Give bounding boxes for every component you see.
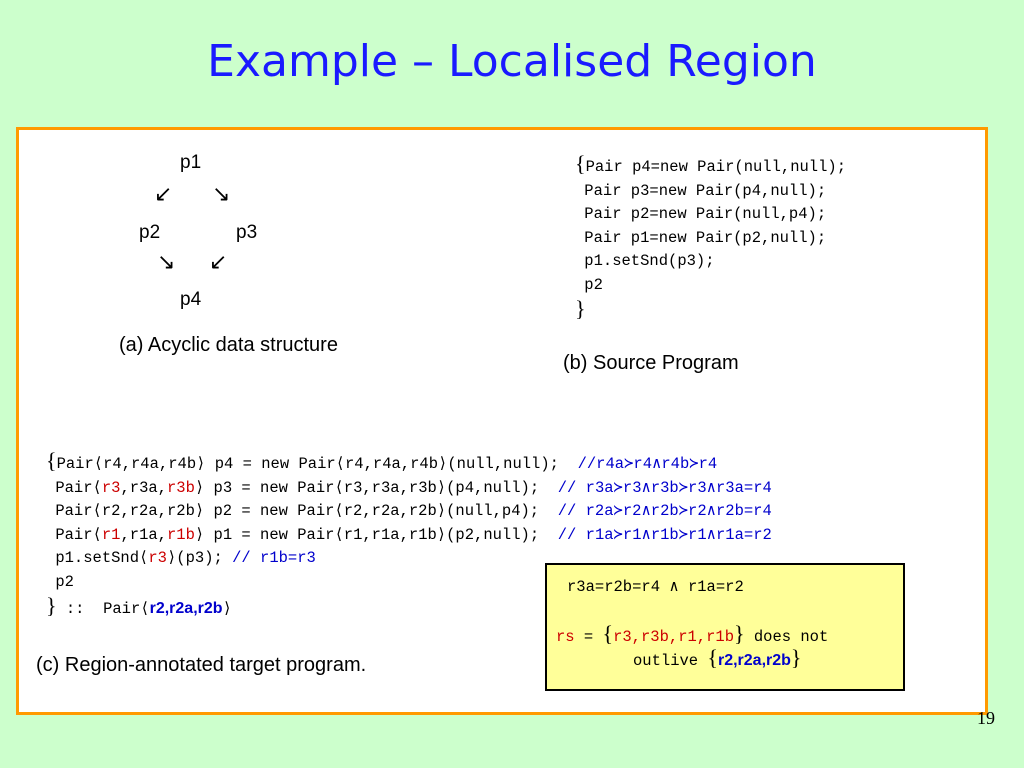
constraint-box: r3a=r2b=r4 ∧ r1a=r2 rs = {r3,r3b,r1,r1b}…: [545, 563, 905, 691]
target-line-4-d: ⟩ p1 = new Pair⟨r1,r1a,r1b⟩(p2,null);: [194, 525, 558, 544]
target-line-4-b: ,r1a,: [120, 525, 167, 544]
content-panel: p1 ↙ ↘ p2 p3 ↘ ↙ p4 (a) Acyclic data str…: [16, 127, 988, 715]
source-line-5: p1.setSnd(p3);: [575, 252, 715, 270]
set2-close-brace: }: [790, 645, 802, 670]
target-line-2-region-b: r3b: [166, 478, 195, 497]
outlive-text: outlive: [633, 652, 708, 670]
target-line-7-b: ⟩: [222, 600, 232, 618]
node-p4: p4: [180, 289, 202, 310]
target-line-6: p2: [55, 572, 74, 591]
target-line-5-a: p1.setSnd⟨: [55, 549, 149, 567]
target-line-1-comment: //r4a≻r4∧r4b≻r4: [577, 455, 718, 473]
target-line-3-comment: // r2a≻r2∧r2b≻r2∧r2b=r4: [557, 502, 772, 520]
arrow-p3-p4: ↙: [209, 250, 228, 275]
slide-title: Example – Localised Region: [207, 36, 817, 87]
source-program: {Pair p4=new Pair(null,null); Pair p3=ne…: [575, 152, 846, 325]
target-line-4-region-a: r1: [101, 525, 121, 544]
outlive-set: r2,r2a,r2b: [717, 652, 791, 669]
source-open-brace: {: [575, 151, 586, 176]
source-line-1: Pair p4=new Pair(null,null);: [585, 158, 847, 176]
target-line-3: Pair⟨r2,r2a,r2b⟩ p2 = new Pair⟨r2,r2a,r2…: [55, 502, 558, 520]
target-line-2-region-a: r3: [101, 478, 121, 497]
target-close-brace: }: [46, 593, 57, 618]
target-open-brace: {: [46, 448, 57, 473]
arrow-p1-p2: ↙: [154, 182, 173, 207]
constraint-equalities: r3a=r2b=r4 ∧ r1a=r2: [567, 578, 744, 596]
rs-label: rs: [556, 628, 575, 646]
rs-equals: =: [574, 628, 603, 646]
set2-open-brace: {: [707, 645, 718, 670]
caption-b: (b) Source Program: [563, 352, 739, 374]
source-close-brace: }: [575, 296, 586, 321]
node-p1: p1: [180, 152, 202, 173]
target-line-5-region: r3: [148, 549, 167, 567]
target-line-5-b: ⟩(p3);: [166, 549, 233, 567]
node-p3: p3: [236, 222, 258, 243]
source-line-4: Pair p1=new Pair(p2,null);: [575, 228, 827, 247]
set1-open-brace: {: [602, 621, 614, 646]
rs-set: r3,r3b,r1,r1b: [613, 628, 734, 646]
target-line-4-comment: // r1a≻r1∧r1b≻r1∧r1a=r2: [557, 525, 772, 544]
target-program: {Pair⟨r4,r4a,r4b⟩ p4 = new Pair⟨r4,r4a,r…: [46, 449, 772, 622]
set1-close-brace: }: [734, 621, 745, 646]
page-number: 19: [977, 708, 995, 728]
target-line-2-d: ⟩ p3 = new Pair⟨r3,r3a,r3b⟩(p4,null);: [194, 478, 558, 497]
target-line-1: Pair⟨r4,r4a,r4b⟩ p4 = new Pair⟨r4,r4a,r4…: [56, 455, 578, 473]
constraint-outlive-line-2: outlive {r2,r2a,r2b}: [633, 645, 801, 671]
target-line-2-b: ,r3a,: [120, 478, 167, 497]
source-line-3: Pair p2=new Pair(null,p4);: [575, 205, 827, 223]
arrow-p2-p4: ↘: [157, 250, 176, 275]
constraint-outlive-line: rs = {r3,r3b,r1,r1b} does not: [556, 621, 828, 647]
arrow-p1-p3: ↘: [212, 182, 231, 207]
does-not-text: does not: [744, 628, 829, 646]
node-p2: p2: [139, 222, 161, 243]
source-line-6: p2: [575, 275, 603, 294]
source-line-2: Pair p3=new Pair(p4,null);: [575, 181, 827, 200]
target-line-5-comment: // r1b=r3: [232, 549, 316, 567]
target-result-regions: r2,r2a,r2b: [149, 600, 223, 617]
caption-a: (a) Acyclic data structure: [119, 334, 338, 356]
target-line-2-a: Pair⟨: [55, 478, 102, 497]
caption-c: (c) Region-annotated target program.: [36, 654, 367, 676]
target-line-4-a: Pair⟨: [55, 525, 102, 544]
target-line-4-region-b: r1b: [166, 525, 195, 544]
target-line-2-comment: // r3a≻r3∧r3b≻r3∧r3a=r4: [557, 478, 772, 497]
target-line-7-a: :: Pair⟨: [56, 600, 150, 618]
